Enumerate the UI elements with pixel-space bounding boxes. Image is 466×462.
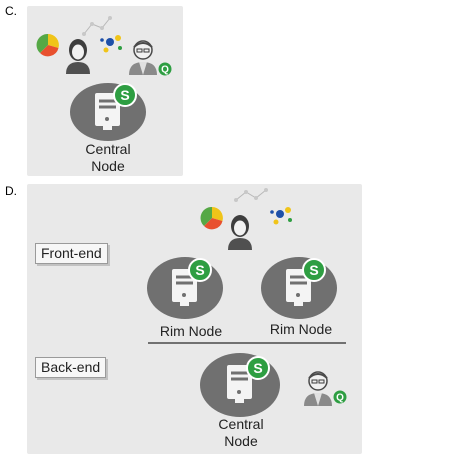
- network-graph-icon: [82, 16, 122, 53]
- central-node-label: Central Node: [218, 416, 264, 449]
- tier-divider-line: [148, 342, 346, 344]
- svg-text:Q: Q: [336, 393, 344, 404]
- user-icon: [66, 39, 90, 74]
- svg-text:S: S: [120, 87, 129, 103]
- svg-text:S: S: [253, 360, 262, 376]
- back-end-label: Back-end: [35, 357, 107, 378]
- rim-node-label: Rim Node: [269, 321, 333, 337]
- option-d-letter: D.: [5, 184, 17, 198]
- server-node-icon: S: [70, 83, 146, 141]
- user-icon: [228, 215, 252, 250]
- rim-node-label: Rim Node: [159, 323, 223, 339]
- qlik-badge-icon: Q: [158, 62, 172, 76]
- pie-chart-icon: [36, 33, 59, 57]
- qlik-badge-icon: Q: [333, 390, 347, 404]
- server-node-icon: S: [200, 353, 280, 417]
- admin-user-icon: [129, 40, 157, 75]
- pie-chart-icon: [200, 206, 223, 230]
- central-node-label: Central Node: [85, 141, 131, 174]
- svg-text:S: S: [195, 262, 204, 278]
- network-graph-icon: [234, 188, 292, 225]
- option-d-diagram: [27, 184, 362, 454]
- server-node-icon: S: [147, 257, 223, 319]
- server-node-icon: S: [261, 257, 337, 319]
- admin-user-icon: [304, 371, 332, 406]
- option-c-letter: C.: [5, 4, 17, 18]
- front-end-label: Front-end: [35, 243, 108, 264]
- svg-text:Q: Q: [161, 65, 169, 76]
- svg-text:S: S: [309, 262, 318, 278]
